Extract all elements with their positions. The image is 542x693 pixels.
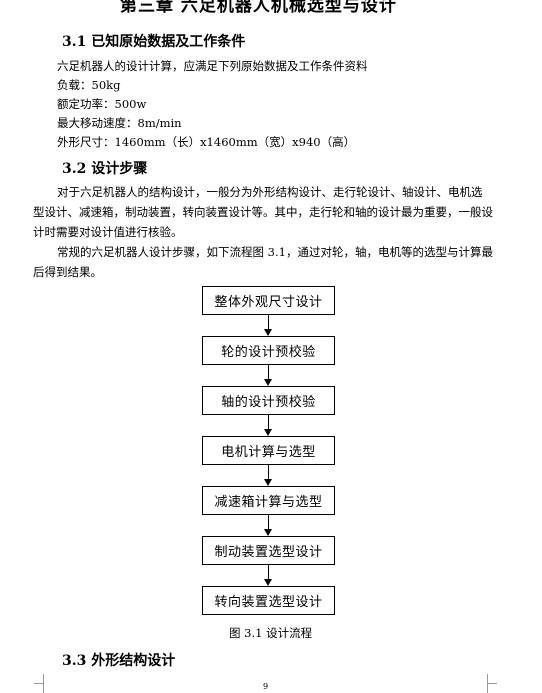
chapter-title: 第三章 六足机器人机械选型与设计 bbox=[120, 0, 397, 16]
requirement-line: 外形尺寸：1460mm（长）x1460mm（宽）x940（高） bbox=[57, 135, 356, 149]
margin-corner-mark bbox=[34, 684, 44, 693]
margin-corner-mark bbox=[34, 674, 44, 684]
section-3-2-title: 3.2 设计步骤 bbox=[62, 161, 148, 177]
page-number: 9 bbox=[263, 682, 269, 691]
figure-caption: 图 3.1 设计流程 bbox=[229, 626, 313, 640]
flow-step-box: 减速箱计算与选型 bbox=[202, 486, 335, 515]
section-3-3-title: 3.3 外形结构设计 bbox=[62, 653, 176, 669]
flow-step-box: 电机计算与选型 bbox=[202, 436, 335, 465]
flow-arrow-icon bbox=[264, 579, 272, 586]
flow-step-box: 轮的设计预校验 bbox=[202, 336, 335, 365]
margin-corner-mark bbox=[487, 684, 497, 693]
flow-arrow-icon bbox=[264, 479, 272, 486]
requirement-line: 六足机器人的设计计算，应满足下列原始数据及工作条件资料 bbox=[57, 59, 368, 73]
requirement-line: 负载：50kg bbox=[57, 78, 121, 92]
flow-arrow-icon bbox=[264, 429, 272, 436]
flow-step-box: 转向装置选型设计 bbox=[202, 586, 335, 615]
flow-arrow-icon bbox=[264, 329, 272, 336]
paragraph: 对于六足机器人的结构设计，一般分为外形结构设计、走行轮设计、轴设计、电机选型设计… bbox=[33, 185, 493, 239]
flow-arrow-icon bbox=[264, 529, 272, 536]
requirement-line: 额定功率：500w bbox=[57, 97, 147, 111]
margin-corner-mark bbox=[487, 674, 497, 684]
flow-step-box: 整体外观尺寸设计 bbox=[202, 286, 335, 315]
requirement-line: 最大移动速度：8m/min bbox=[57, 116, 182, 130]
section-3-1-title: 3.1 已知原始数据及工作条件 bbox=[62, 34, 246, 50]
flow-step-box: 轴的设计预校验 bbox=[202, 386, 335, 415]
flow-step-box: 制动装置选型设计 bbox=[202, 536, 335, 565]
flow-arrow-icon bbox=[264, 379, 272, 386]
paragraph: 常规的六足机器人设计步骤，如下流程图 3.1，通过对轮，轴，电机等的选型与计算最… bbox=[33, 245, 493, 279]
